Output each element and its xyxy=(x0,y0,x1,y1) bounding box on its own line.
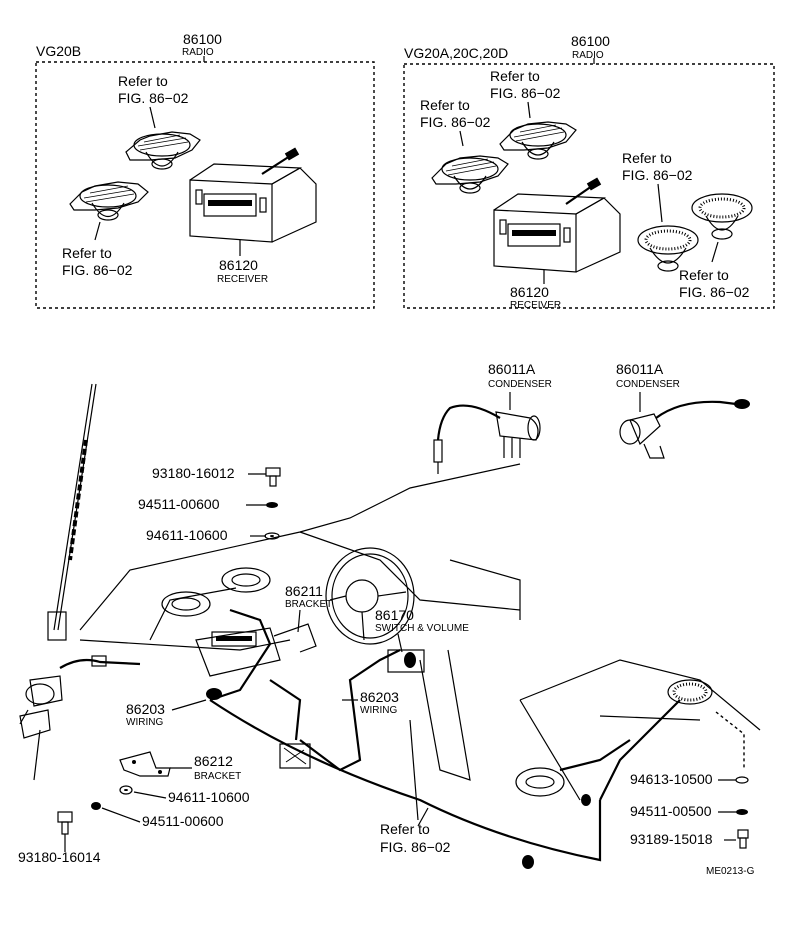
small-parts-left: 93180-16012 94511-00600 94611-10600 xyxy=(138,465,281,543)
speaker-icon xyxy=(69,181,149,221)
part-number: 93180-16014 xyxy=(18,849,101,865)
part-name: WIRING xyxy=(360,705,397,716)
receiver-unit xyxy=(493,177,621,273)
part-number: 86011A xyxy=(616,361,664,377)
part-name: CONDENSER xyxy=(488,379,552,390)
condenser-2: 86011A CONDENSER xyxy=(616,361,750,459)
reference-note: FIG. 86−02 xyxy=(380,839,451,855)
radio-part-name: RADIO xyxy=(182,47,214,58)
variant-label: VG20A,20C,20D xyxy=(404,45,508,61)
part-name: WIRING xyxy=(126,717,163,728)
panel-vg20b-border xyxy=(35,61,375,309)
receiver-part-name: RECEIVER xyxy=(510,300,561,311)
part-number: 86211 xyxy=(285,583,323,599)
reference-note: FIG. 86−02 xyxy=(622,167,693,183)
speaker-icon xyxy=(499,121,577,160)
receiver-part-name: RECEIVER xyxy=(217,274,268,285)
reference-note: Refer to xyxy=(380,821,430,837)
part-number: 93180-16012 xyxy=(152,465,235,481)
reference-note: Refer to xyxy=(622,150,672,166)
part-number: 86212 xyxy=(194,753,233,769)
variant-label: VG20B xyxy=(36,43,81,59)
receiver-unit xyxy=(189,147,317,243)
part-number: 93189-15018 xyxy=(630,831,713,847)
reference-note: FIG. 86−02 xyxy=(420,114,491,130)
part-name: SWITCH & VOLUME xyxy=(375,623,469,634)
panel-vg20a-20c-20d: VG20A,20C,20D 86100 RADIO Refer to FIG. … xyxy=(403,33,775,311)
speaker-icon xyxy=(125,131,201,170)
reference-note: FIG. 86−02 xyxy=(118,90,189,106)
receiver-part-number: 86120 xyxy=(219,257,258,273)
speaker-icon xyxy=(637,225,699,272)
speaker-icon xyxy=(431,155,509,194)
part-number: 94613-10500 xyxy=(630,771,713,787)
panel-vg20b: VG20B 86100 RADIO Refer to FIG. 86−02 Re… xyxy=(35,31,375,309)
reference-note: Refer to xyxy=(62,245,112,261)
speaker-icon xyxy=(691,193,753,240)
part-name: BRACKET xyxy=(285,599,332,610)
antenna-assembly xyxy=(19,383,141,781)
bracket-86212 xyxy=(119,751,171,777)
wiring-harness xyxy=(206,608,681,869)
reference-note: FIG. 86−02 xyxy=(490,85,561,101)
part-number: 86011A xyxy=(488,361,536,377)
reference-note: Refer to xyxy=(420,97,470,113)
dashboard-outline xyxy=(79,463,761,821)
reference-note: Refer to xyxy=(490,68,540,84)
part-number: 94611-10600 xyxy=(146,527,228,543)
part-number: 94511-00600 xyxy=(138,496,220,512)
reference-note: Refer to xyxy=(118,73,168,89)
radio-part-number: 86100 xyxy=(183,31,222,47)
part-number: 86170 xyxy=(375,607,414,623)
receiver-part-number: 86120 xyxy=(510,284,549,300)
interior-labels: 86211 BRACKET 86170 SWITCH & VOLUME 8620… xyxy=(18,583,755,877)
condenser-1: 86011A CONDENSER xyxy=(433,361,552,474)
part-number: 94511-00600 xyxy=(142,813,224,829)
part-number: 94511-00500 xyxy=(630,803,712,819)
reference-note: FIG. 86−02 xyxy=(679,284,750,300)
radio-part-name: RADIO xyxy=(572,50,604,61)
part-name: CONDENSER xyxy=(616,379,680,390)
part-number: 86203 xyxy=(126,701,165,717)
part-name: BRACKET xyxy=(194,771,241,782)
panel-vg20a-border xyxy=(403,63,775,309)
drawing-code: ME0213-G xyxy=(706,866,755,877)
reference-note: FIG. 86−02 xyxy=(62,262,133,278)
part-number: 86203 xyxy=(360,689,399,705)
radio-part-number: 86100 xyxy=(571,33,610,49)
part-number: 94611-10600 xyxy=(168,789,250,805)
reference-note: Refer to xyxy=(679,267,729,283)
